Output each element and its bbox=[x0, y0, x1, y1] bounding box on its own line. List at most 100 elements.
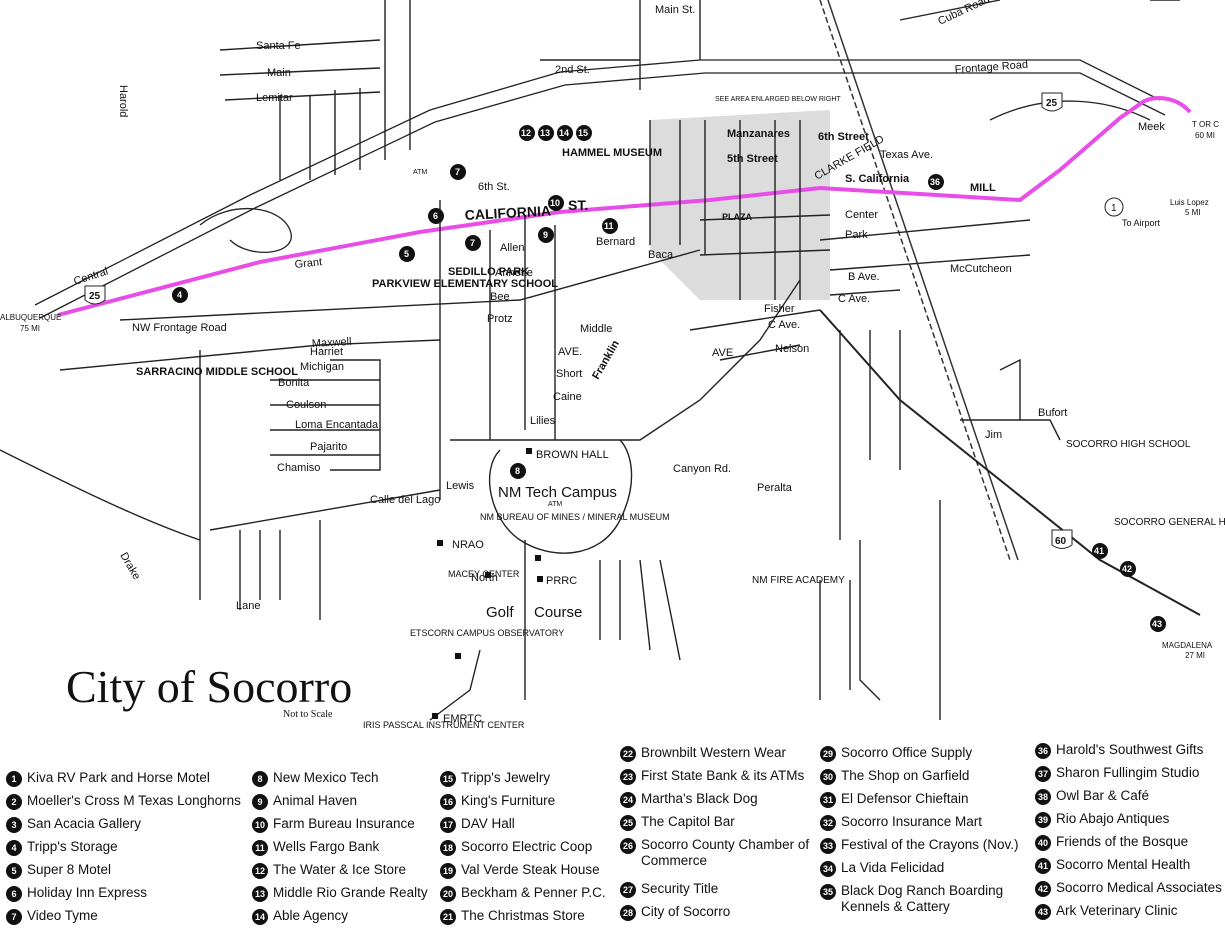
road-label: Texas Ave. bbox=[880, 149, 933, 161]
place-label: SARRACINO MIDDLE SCHOOL bbox=[136, 366, 298, 378]
svg-text:ALBUQUERQUE: ALBUQUERQUE bbox=[0, 313, 61, 322]
road-label: Michigan bbox=[300, 361, 344, 373]
place-label: Course bbox=[534, 604, 582, 621]
street-map: Main St. Santa Fe Main Lemitar Harold 2n… bbox=[0, 0, 1225, 730]
svg-text:4: 4 bbox=[177, 290, 182, 300]
road-label: AVE bbox=[712, 347, 733, 359]
marker[interactable]: 11 bbox=[602, 218, 618, 234]
place-label: EMRTC bbox=[443, 713, 482, 725]
svg-text:75 MI: 75 MI bbox=[20, 324, 40, 333]
marker[interactable]: 14 bbox=[557, 125, 573, 141]
marker[interactable]: 6 bbox=[428, 208, 444, 224]
svg-text:7: 7 bbox=[455, 167, 460, 177]
place-label: IRIS PASSCAL INSTRUMENT CENTER bbox=[363, 720, 525, 730]
marker[interactable]: 42 bbox=[1120, 561, 1136, 577]
road-label: 6th Street bbox=[818, 131, 869, 143]
road-label: Coulson bbox=[286, 399, 326, 411]
svg-text:Luis Lopez: Luis Lopez bbox=[1170, 198, 1209, 207]
road-label: MILL bbox=[970, 182, 996, 194]
highway-route bbox=[57, 96, 1192, 317]
place-label: BROWN HALL bbox=[536, 449, 609, 461]
road-label: Nelson bbox=[775, 343, 809, 355]
svg-text:7: 7 bbox=[470, 238, 475, 248]
road-label: Fisher bbox=[764, 303, 795, 315]
road-label: Short bbox=[556, 368, 582, 380]
marker[interactable]: 9 bbox=[538, 227, 554, 243]
road-label: ST. bbox=[568, 197, 588, 213]
svg-text:36: 36 bbox=[930, 177, 940, 187]
road-label: Caine bbox=[553, 391, 582, 403]
road-label: Calle del Lago bbox=[370, 494, 440, 506]
marker[interactable]: 13 bbox=[538, 125, 554, 141]
road-label: Franklin bbox=[590, 338, 622, 381]
svg-text:9: 9 bbox=[543, 230, 548, 240]
svg-text:12: 12 bbox=[521, 128, 531, 138]
marker[interactable]: 43 bbox=[1150, 616, 1166, 632]
marker[interactable]: 4 bbox=[172, 287, 188, 303]
road-label: B Ave. bbox=[848, 271, 880, 283]
marker[interactable]: 15 bbox=[576, 125, 592, 141]
road-label: S. California bbox=[845, 173, 910, 185]
svg-text:T OR C: T OR C bbox=[1192, 120, 1219, 129]
road-label: Central bbox=[72, 265, 109, 287]
marker[interactable]: 41 bbox=[1092, 543, 1108, 559]
road-label: Park bbox=[845, 229, 868, 241]
road-label: 2nd St. bbox=[555, 64, 590, 76]
svg-text:6: 6 bbox=[433, 211, 438, 221]
road-label: Bee bbox=[490, 291, 510, 303]
svg-text:14: 14 bbox=[559, 128, 569, 138]
marker[interactable]: 36 bbox=[928, 174, 944, 190]
marker[interactable]: 5 bbox=[399, 246, 415, 262]
svg-text:41: 41 bbox=[1094, 546, 1104, 556]
marker[interactable]: 10 bbox=[548, 195, 564, 211]
svg-text:13: 13 bbox=[540, 128, 550, 138]
marker[interactable]: 7 bbox=[450, 164, 466, 180]
road-label: Protz bbox=[487, 313, 513, 325]
place-label: NRAO bbox=[452, 539, 484, 551]
road-label: Center bbox=[845, 209, 878, 221]
place-label: PLAZA bbox=[722, 212, 752, 222]
place-label: NM Tech Campus bbox=[498, 484, 617, 501]
place-label: PRRC bbox=[546, 575, 577, 587]
place-label: SEDILLO PARK bbox=[448, 266, 529, 278]
road-label: Pajarito bbox=[310, 441, 347, 453]
road-label: CALIFORNIA bbox=[464, 202, 551, 222]
road-label: Meek bbox=[1138, 121, 1165, 133]
route-1-shield: 1 bbox=[1104, 197, 1124, 217]
interstate-25 bbox=[34, 59, 1166, 319]
marker[interactable]: 12 bbox=[519, 125, 535, 141]
marker[interactable]: 8 bbox=[510, 463, 526, 479]
road-label: Cuba Road bbox=[936, 0, 992, 28]
road-label: 5th Street bbox=[727, 153, 778, 165]
marker[interactable]: 7 bbox=[465, 235, 481, 251]
road-label: Santa Fe bbox=[256, 40, 301, 52]
us-60-shield: 60 bbox=[1051, 529, 1073, 549]
